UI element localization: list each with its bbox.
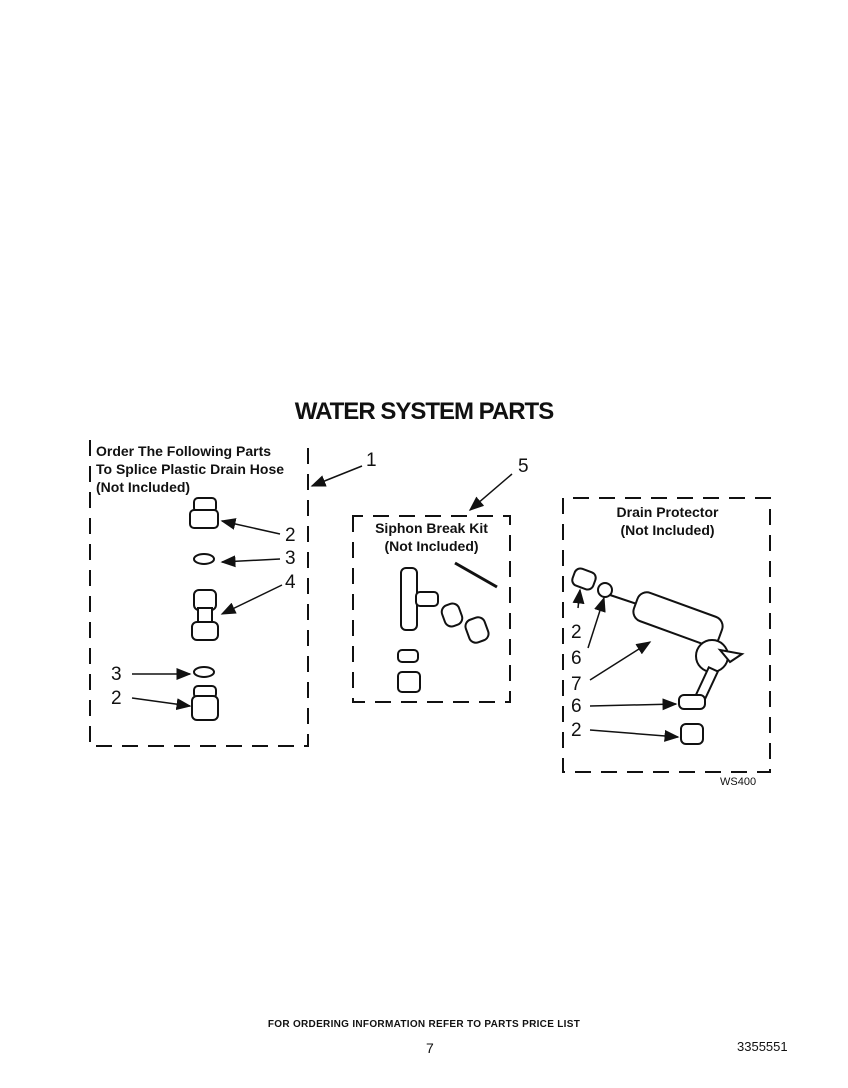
splice-group-label: Order The Following Parts To Splice Plas… <box>96 442 284 496</box>
callout-drain-2-top: 2 <box>571 622 582 643</box>
siphon-group-box <box>352 515 511 703</box>
drain-label-line2: (Not Included) <box>620 522 715 538</box>
page-number: 7 <box>426 1040 434 1056</box>
drain-group-box <box>562 497 771 773</box>
callout-3-top: 3 <box>285 548 296 569</box>
page-title: WATER SYSTEM PARTS <box>294 398 554 425</box>
doc-number: 3355551 <box>737 1039 788 1054</box>
diagram-code: WS400 <box>720 776 757 788</box>
splice-group-box <box>89 440 309 747</box>
splice-label-line3: (Not Included) <box>96 479 191 495</box>
splice-parts <box>189 497 219 721</box>
callout-drain-7: 7 <box>571 674 582 695</box>
callout-drain-6-top: 6 <box>571 648 582 669</box>
callout-1: 1 <box>366 450 377 471</box>
leader-lines <box>131 465 680 742</box>
siphon-label-line1: Siphon Break Kit <box>375 520 488 536</box>
callout-drain-2-bottom: 2 <box>571 720 582 741</box>
siphon-group-label: Siphon Break Kit (Not Included) <box>353 519 510 555</box>
ordering-info: FOR ORDERING INFORMATION REFER TO PARTS … <box>267 1019 581 1030</box>
callout-3-bottom: 3 <box>111 664 122 685</box>
siphon-parts <box>397 561 498 693</box>
callout-2-top: 2 <box>285 525 296 546</box>
callout-5: 5 <box>518 456 529 477</box>
callout-drain-6-bottom: 6 <box>571 696 582 717</box>
splice-label-line2: To Splice Plastic Drain Hose <box>96 461 285 477</box>
drain-group-label: Drain Protector (Not Included) <box>580 503 755 539</box>
drain-label-line1: Drain Protector <box>616 504 719 520</box>
callout-2-bottom: 2 <box>111 688 122 709</box>
callout-4: 4 <box>285 572 296 593</box>
splice-label-line1: Order The Following Parts <box>96 443 272 459</box>
drain-parts <box>571 567 745 745</box>
siphon-label-line2: (Not Included) <box>384 538 479 554</box>
